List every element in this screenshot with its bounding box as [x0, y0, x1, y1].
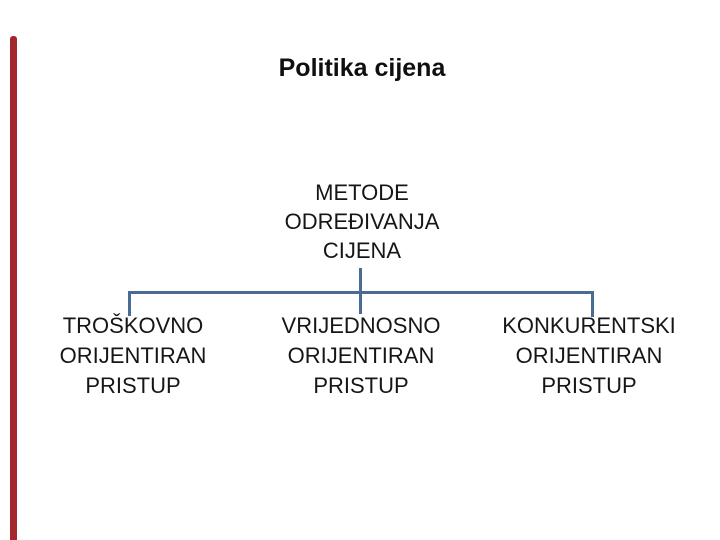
root-node-line: CIJENA: [322, 238, 402, 263]
root-node-line: ODREĐIVANJA: [284, 209, 440, 234]
node-line: ORIJENTIRAN: [59, 343, 207, 368]
slide-title: Politika cijena: [278, 54, 446, 82]
diagram-node-competition-oriented: KONKURENTSKI ORIJENTIRAN PRISTUP: [464, 311, 714, 401]
diagram-node-value-oriented: VRIJEDNOSNO ORIJENTIRAN PRISTUP: [236, 311, 486, 401]
node-line: VRIJEDNOSNO: [281, 313, 441, 338]
connector-horizontal-line: [128, 291, 594, 294]
node-line: TROŠKOVNO: [62, 313, 204, 338]
node-line: PRISTUP: [541, 373, 637, 398]
node-line: PRISTUP: [85, 373, 181, 398]
diagram-node-cost-oriented: TROŠKOVNO ORIJENTIRAN PRISTUP: [8, 311, 258, 401]
diagram-root-node: METODE ODREĐIVANJA CIJENA: [212, 178, 512, 265]
node-line: PRISTUP: [313, 373, 409, 398]
connector-right-drop-line: [591, 291, 594, 317]
node-line: KONKURENTSKI: [502, 313, 676, 338]
root-node-line: METODE: [315, 180, 409, 205]
node-line: ORIJENTIRAN: [287, 343, 435, 368]
connector-left-drop-line: [128, 291, 131, 316]
node-line: ORIJENTIRAN: [515, 343, 663, 368]
red-accent-bar: [10, 36, 17, 540]
